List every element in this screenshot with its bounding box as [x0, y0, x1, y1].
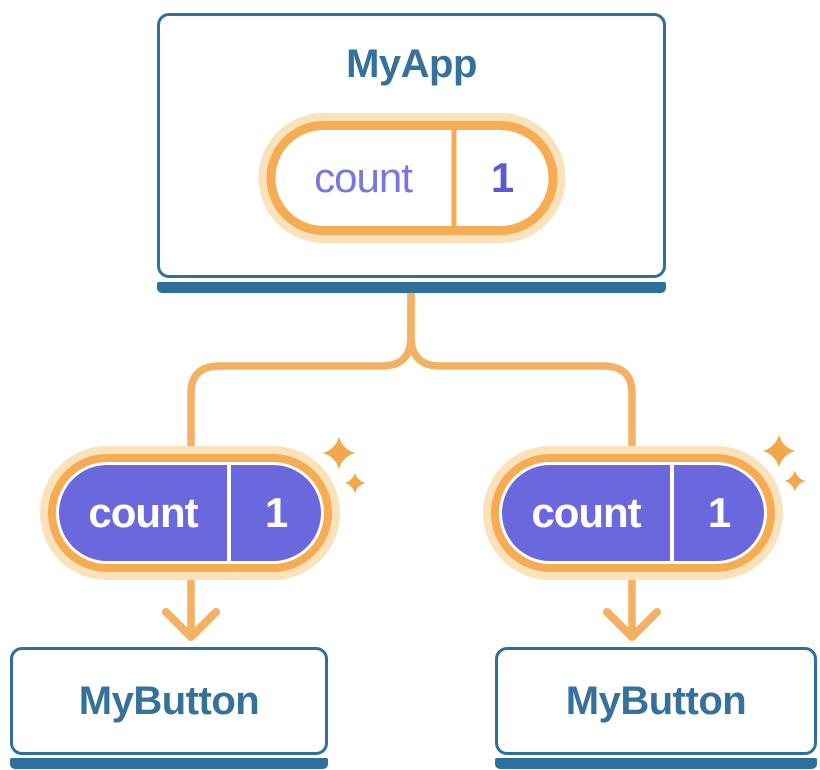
pill-divider: [451, 130, 456, 226]
arrow-down-icon: [162, 608, 220, 641]
count-prop-pill-left: count 1: [40, 446, 340, 580]
mybutton-title: MyButton: [565, 678, 747, 723]
count-prop-pill-right: count 1: [483, 446, 783, 580]
state-value: 1: [490, 154, 514, 201]
prop-value: 1: [707, 489, 731, 536]
card-bottom-edge: [157, 282, 666, 293]
prop-name: count: [88, 489, 198, 536]
pill-divider: [670, 465, 674, 561]
card-bottom-edge: [10, 758, 328, 769]
sparkle-icon: [322, 436, 366, 494]
arrow-down-icon: [603, 608, 661, 641]
mybutton-title: MyButton: [78, 678, 260, 723]
count-state-pill: count 1: [258, 113, 565, 243]
prop-value: 1: [264, 489, 288, 536]
pill-divider: [227, 465, 231, 561]
sparkle-icon: [762, 434, 806, 492]
mybutton-card-right: MyButton: [495, 647, 817, 755]
prop-name: count: [531, 489, 641, 536]
mybutton-card-left: MyButton: [10, 647, 328, 755]
myapp-title: MyApp: [346, 42, 477, 86]
connector-right: [407, 284, 636, 632]
state-name: count: [314, 154, 413, 201]
card-bottom-edge: [495, 758, 817, 769]
myapp-card: MyApp count 1: [157, 13, 666, 278]
